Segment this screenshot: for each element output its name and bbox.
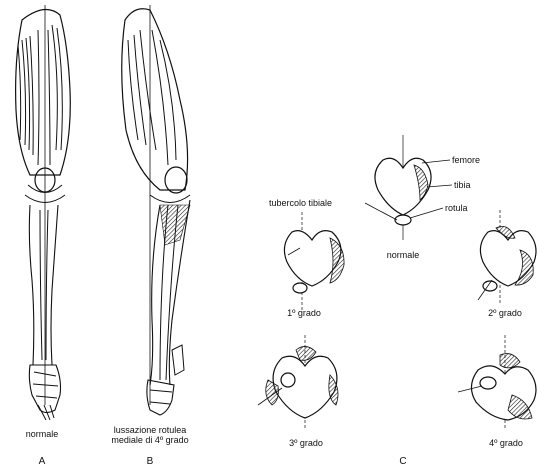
caption-normal-A: normale bbox=[26, 429, 59, 439]
cross-section-normal bbox=[365, 135, 452, 240]
caption-luxation-line1: lussazione rotulea bbox=[114, 425, 187, 435]
panel-letter-A: A bbox=[39, 457, 46, 467]
cross-section-grade1 bbox=[284, 212, 344, 310]
limb-luxated bbox=[122, 5, 190, 415]
cross-section-grade2 bbox=[478, 210, 536, 305]
label-grade4: 4º grado bbox=[489, 438, 523, 448]
cross-section-grade4 bbox=[458, 335, 536, 430]
limb-normal bbox=[16, 5, 71, 420]
label-tibial-tuberosity: tubercolo tibiale bbox=[269, 198, 332, 208]
label-normal-section: normale bbox=[387, 250, 420, 260]
cross-section-grade3 bbox=[258, 335, 338, 430]
panel-letter-B: B bbox=[147, 457, 154, 467]
label-patella: rotula bbox=[445, 203, 468, 213]
label-tibia: tibia bbox=[454, 180, 471, 190]
label-grade1: 1º grado bbox=[287, 308, 321, 318]
label-grade2: 2º grado bbox=[488, 308, 522, 318]
label-grade3: 3º grado bbox=[289, 438, 323, 448]
label-femur: femore bbox=[452, 155, 480, 165]
panel-letter-C: C bbox=[399, 457, 406, 467]
caption-luxation-line2: mediale di 4º grado bbox=[111, 435, 188, 445]
